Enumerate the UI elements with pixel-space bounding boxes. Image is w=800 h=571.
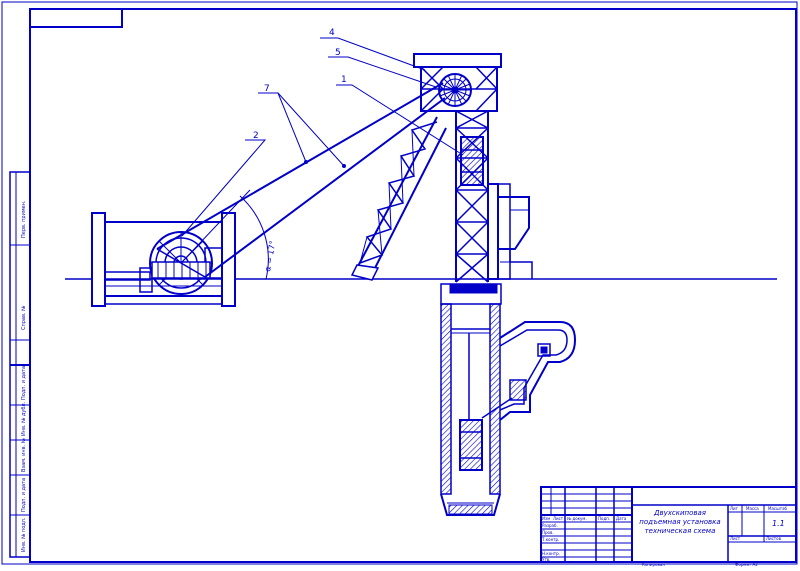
angle-label: α = 17° (263, 240, 277, 272)
leader-lines (181, 37, 464, 237)
mine-shaft (440, 303, 501, 516)
callout-labels: 7 2 4 5 1 (253, 28, 347, 141)
side-label-1: Справ. № (21, 305, 27, 330)
side-labels: Перв. примен. Справ. № Подп. и дата Инв.… (21, 200, 27, 552)
revision-header-0: Изм (542, 516, 550, 521)
role-label-2: Т.контр. (541, 537, 559, 542)
title-block-text: Изм Лист № докум. Подп. Дата Разраб. Про… (541, 506, 788, 567)
sheets-label: Листов (766, 536, 782, 541)
sheet-label: Лист (730, 536, 741, 541)
side-label-2: Подп. и дата (21, 366, 27, 400)
stamp-header-0: Лит (730, 506, 739, 511)
drawing-title-line-3: техническая схема (645, 527, 716, 535)
side-margin-table (9, 171, 31, 558)
side-label-0: Перв. примен. (21, 200, 27, 238)
revision-header-3: Подп. (598, 516, 610, 521)
backleg-strut (350, 116, 447, 281)
revision-header-4: Дата (616, 516, 627, 521)
role-label-3: Н.контр. (542, 551, 560, 556)
side-label-6: Инв. № подл. (21, 517, 27, 552)
sheet-number: 1.1 (772, 519, 785, 528)
lower-skip (459, 419, 483, 471)
drawing-title-line-1: Двухскиповая (653, 509, 706, 517)
revision-header-1: Лист (553, 516, 564, 521)
callout-1: 1 (341, 75, 347, 85)
loading-pocket (481, 321, 577, 421)
hoist-ropes (156, 82, 446, 278)
role-label-0: Разраб. (542, 523, 558, 528)
drawing-title-line-2: подъемная установка (639, 518, 720, 526)
callout-4: 4 (329, 28, 335, 38)
revision-header-2: № докум. (567, 516, 587, 521)
upper-skip (460, 136, 484, 186)
format-label: Формат А2 (735, 562, 758, 567)
shaft-collar (440, 283, 502, 305)
title-block (540, 486, 797, 563)
role-label-4: Утв. (542, 557, 550, 562)
stamp-header-2: Масштаб (768, 506, 788, 511)
winder-house (91, 212, 236, 307)
stamp-header-1: Масса (746, 506, 759, 511)
role-label-1: Пров. (542, 530, 554, 535)
callout-5: 5 (335, 48, 341, 58)
side-label-5: Подп. и дата (21, 478, 27, 512)
copied-label: Копировал (642, 562, 665, 567)
callout-2: 2 (253, 131, 259, 141)
head-sheaves (438, 73, 472, 107)
side-label-4: Взам. инв. № (21, 437, 27, 472)
side-label-3: Инв. № дубл. (21, 401, 27, 436)
receiving-bunker (487, 183, 533, 280)
callout-7: 7 (264, 84, 270, 94)
